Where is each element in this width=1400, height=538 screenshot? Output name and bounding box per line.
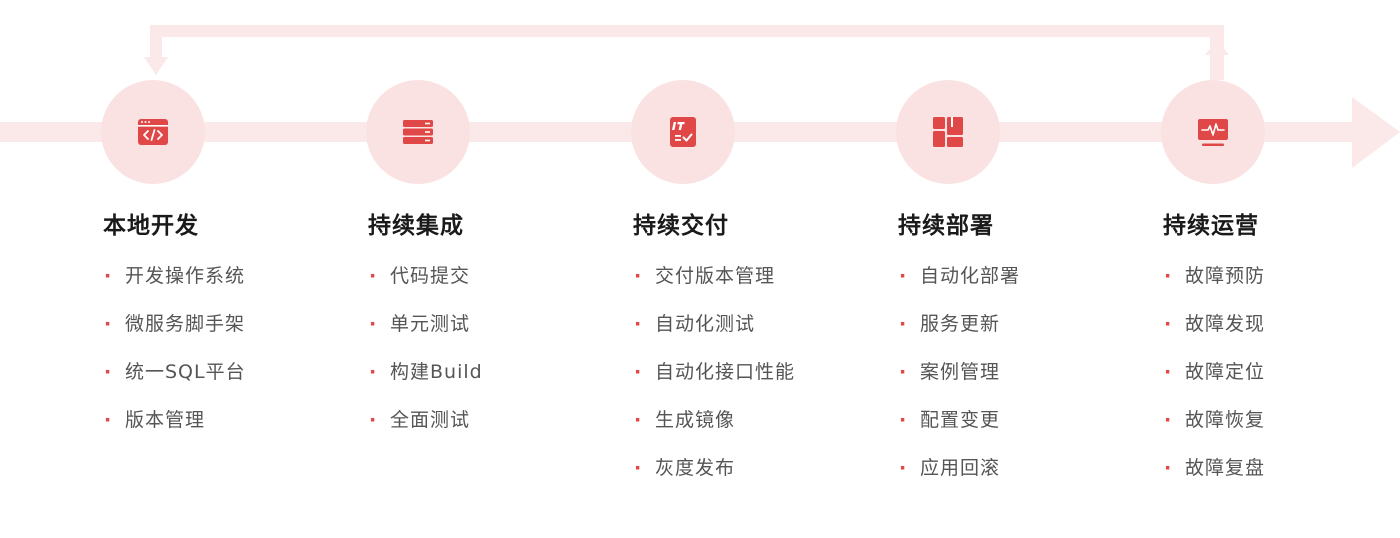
stage-2-list: 代码提交 单元测试 构建Build 全面测试 bbox=[368, 262, 608, 454]
stage-3: 持续交付 交付版本管理 自动化测试 自动化接口性能 生成镜像 灰度发布 bbox=[633, 208, 873, 502]
list-item: 微服务脚手架 bbox=[103, 310, 343, 358]
stage-4-list: 自动化部署 服务更新 案例管理 配置变更 应用回滚 bbox=[898, 262, 1138, 502]
stage-1-list: 开发操作系统 微服务脚手架 统一SQL平台 版本管理 bbox=[103, 262, 343, 454]
stage-5: 持续运营 故障预防 故障发现 故障定位 故障恢复 故障复盘 bbox=[1163, 208, 1400, 502]
it-checklist-icon bbox=[670, 117, 696, 147]
main-arrow-head bbox=[1352, 97, 1400, 168]
stage-4: 持续部署 自动化部署 服务更新 案例管理 配置变更 应用回滚 bbox=[898, 208, 1138, 502]
stage-5-list: 故障预防 故障发现 故障定位 故障恢复 故障复盘 bbox=[1163, 262, 1400, 502]
list-item: 故障预防 bbox=[1163, 262, 1400, 310]
stage-5-title: 持续运营 bbox=[1163, 213, 1259, 239]
list-item: 配置变更 bbox=[898, 406, 1138, 454]
stage-2-title: 持续集成 bbox=[368, 213, 464, 239]
list-item: 故障发现 bbox=[1163, 310, 1400, 358]
list-item: 全面测试 bbox=[368, 406, 608, 454]
list-item: 开发操作系统 bbox=[103, 262, 343, 310]
stage-3-icon-holder bbox=[631, 80, 735, 184]
list-item: 自动化接口性能 bbox=[633, 358, 873, 406]
list-item: 单元测试 bbox=[368, 310, 608, 358]
list-item: 服务更新 bbox=[898, 310, 1138, 358]
loop-arrow-top bbox=[150, 25, 1224, 37]
list-item: 应用回滚 bbox=[898, 454, 1138, 502]
loop-arrow-down-head bbox=[144, 57, 168, 75]
loop-arrow-left-drop bbox=[150, 25, 162, 59]
list-item: 故障复盘 bbox=[1163, 454, 1400, 502]
list-item: 版本管理 bbox=[103, 406, 343, 454]
stage-2-icon-holder bbox=[366, 80, 470, 184]
list-item: 交付版本管理 bbox=[633, 262, 873, 310]
stage-5-icon-holder bbox=[1161, 80, 1265, 184]
list-item: 统一SQL平台 bbox=[103, 358, 343, 406]
stage-1: 本地开发 开发操作系统 微服务脚手架 统一SQL平台 版本管理 bbox=[103, 208, 343, 454]
stage-3-title: 持续交付 bbox=[633, 213, 729, 239]
stage-1-icon-holder bbox=[101, 80, 205, 184]
list-item: 自动化部署 bbox=[898, 262, 1138, 310]
list-item: 案例管理 bbox=[898, 358, 1138, 406]
stage-3-list: 交付版本管理 自动化测试 自动化接口性能 生成镜像 灰度发布 bbox=[633, 262, 873, 502]
deploy-blocks-icon bbox=[933, 117, 963, 147]
stage-4-icon-holder bbox=[896, 80, 1000, 184]
list-item: 生成镜像 bbox=[633, 406, 873, 454]
list-item: 自动化测试 bbox=[633, 310, 873, 358]
list-item: 构建Build bbox=[368, 358, 608, 406]
list-item: 故障恢复 bbox=[1163, 406, 1400, 454]
list-item: 灰度发布 bbox=[633, 454, 873, 502]
stage-1-title: 本地开发 bbox=[103, 213, 199, 239]
server-stack-icon bbox=[403, 120, 433, 144]
list-item: 故障定位 bbox=[1163, 358, 1400, 406]
code-window-icon bbox=[138, 119, 168, 145]
stage-2: 持续集成 代码提交 单元测试 构建Build 全面测试 bbox=[368, 208, 608, 454]
list-item: 代码提交 bbox=[368, 262, 608, 310]
loop-arrow-up-head bbox=[1205, 40, 1229, 55]
monitor-pulse-icon bbox=[1198, 119, 1228, 146]
stage-4-title: 持续部署 bbox=[898, 213, 994, 239]
